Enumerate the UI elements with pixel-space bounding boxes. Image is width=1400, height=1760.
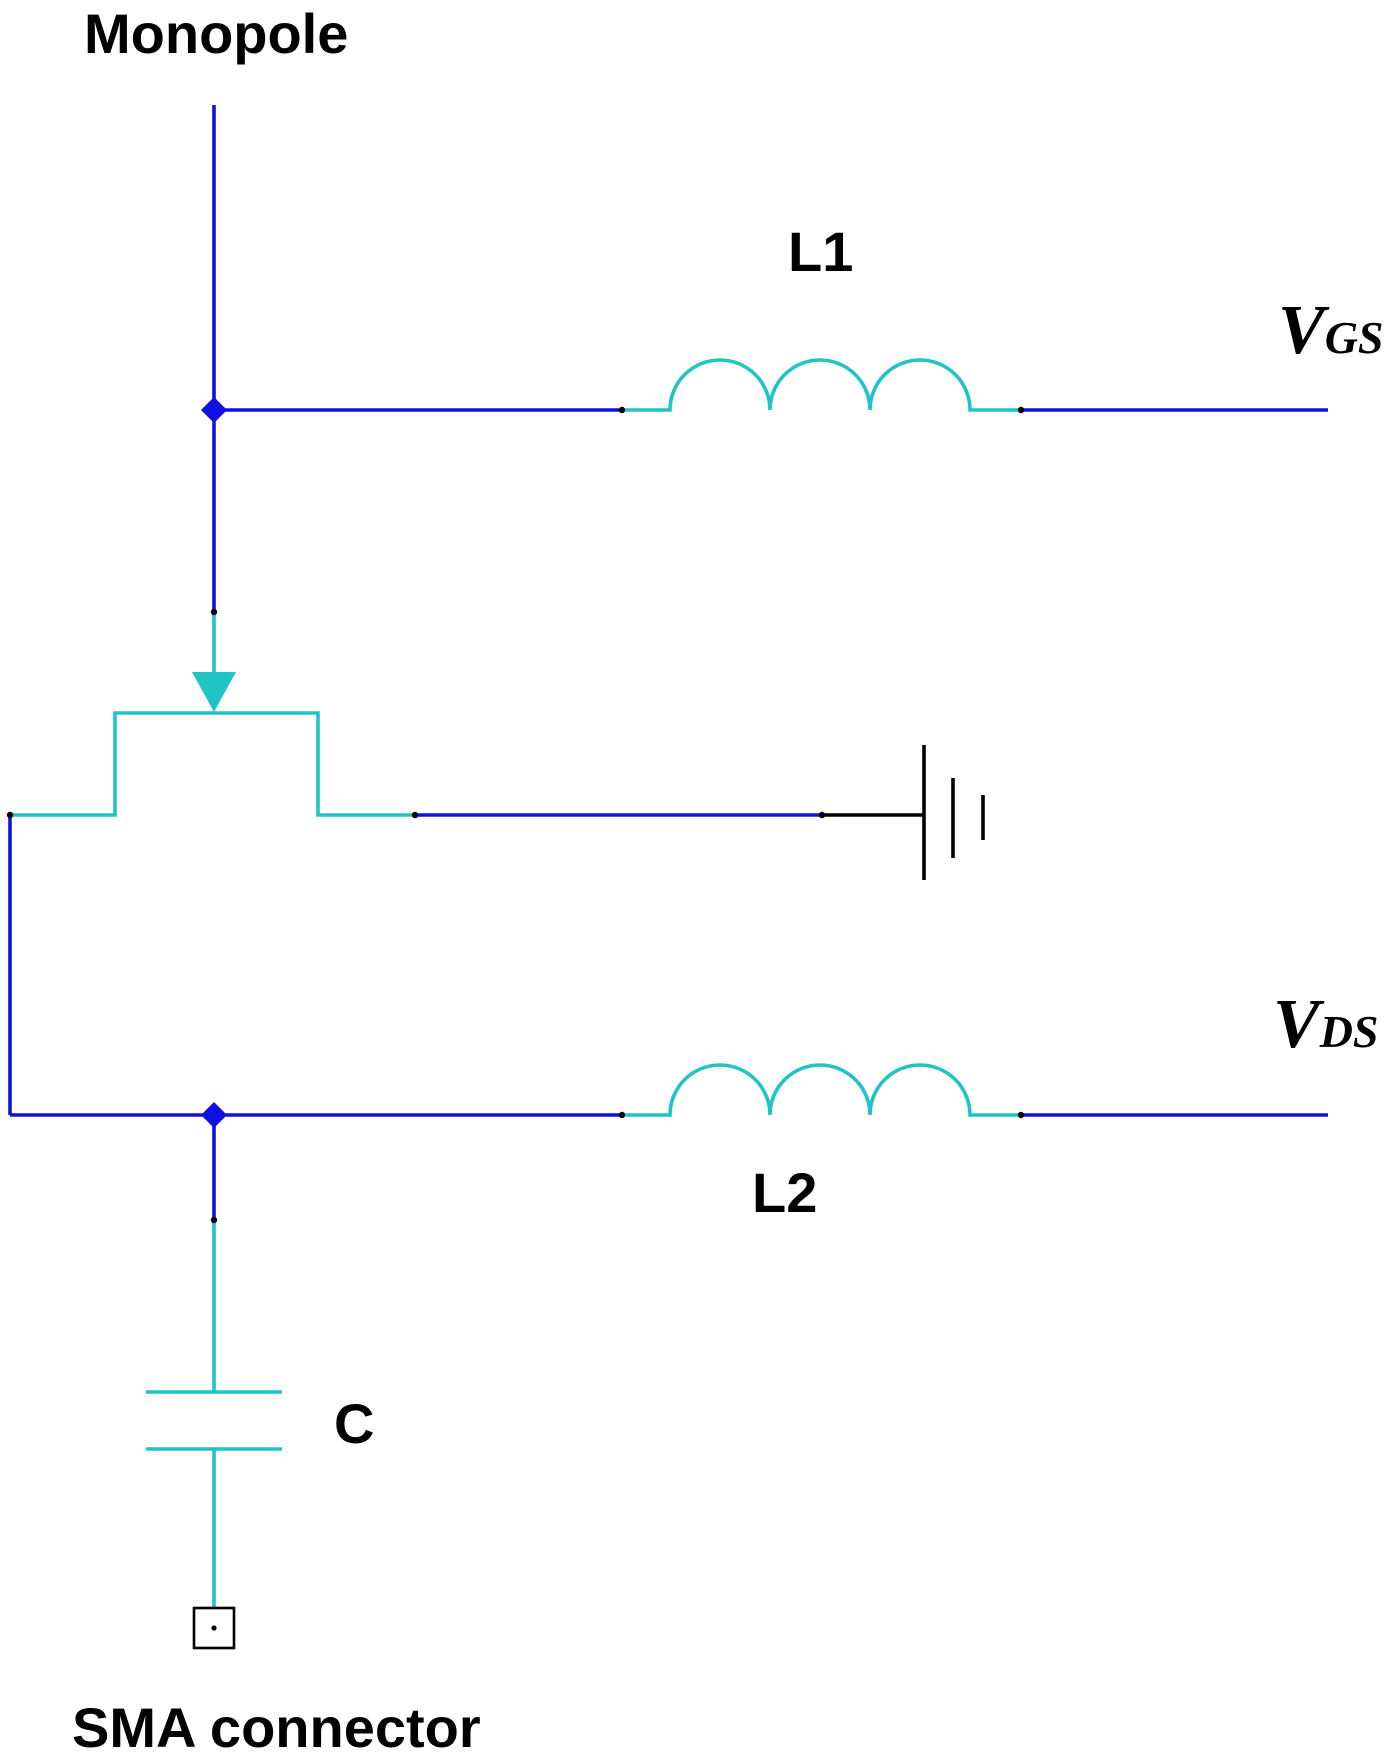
inductor-l2-icon [622, 1063, 1021, 1117]
capacitor-icon [146, 1220, 282, 1608]
l1-label: L1 [788, 220, 854, 283]
c-label: C [334, 1392, 375, 1455]
vgs-label-main: V [1278, 292, 1325, 369]
gate-arrow-icon [192, 672, 236, 712]
junction-drain [201, 1102, 227, 1128]
vgs-label: VGS [1278, 296, 1384, 366]
vds-label-main: V [1273, 986, 1320, 1063]
vds-label-sub: DS [1319, 1006, 1379, 1057]
junction-gate [201, 397, 227, 423]
vds-label: VDS [1273, 990, 1379, 1060]
sma-connector-icon [192, 1606, 236, 1650]
l2-label: L2 [752, 1161, 818, 1224]
transistor-icon [10, 711, 415, 817]
inductor-l1-icon [622, 358, 1021, 412]
vgs-label-sub: GS [1324, 312, 1384, 363]
ground-icon [822, 745, 985, 880]
sma-connector-label: SMA connector [72, 1696, 481, 1759]
pin-dots [6, 406, 1025, 1224]
monopole-label: Monopole [84, 2, 349, 65]
